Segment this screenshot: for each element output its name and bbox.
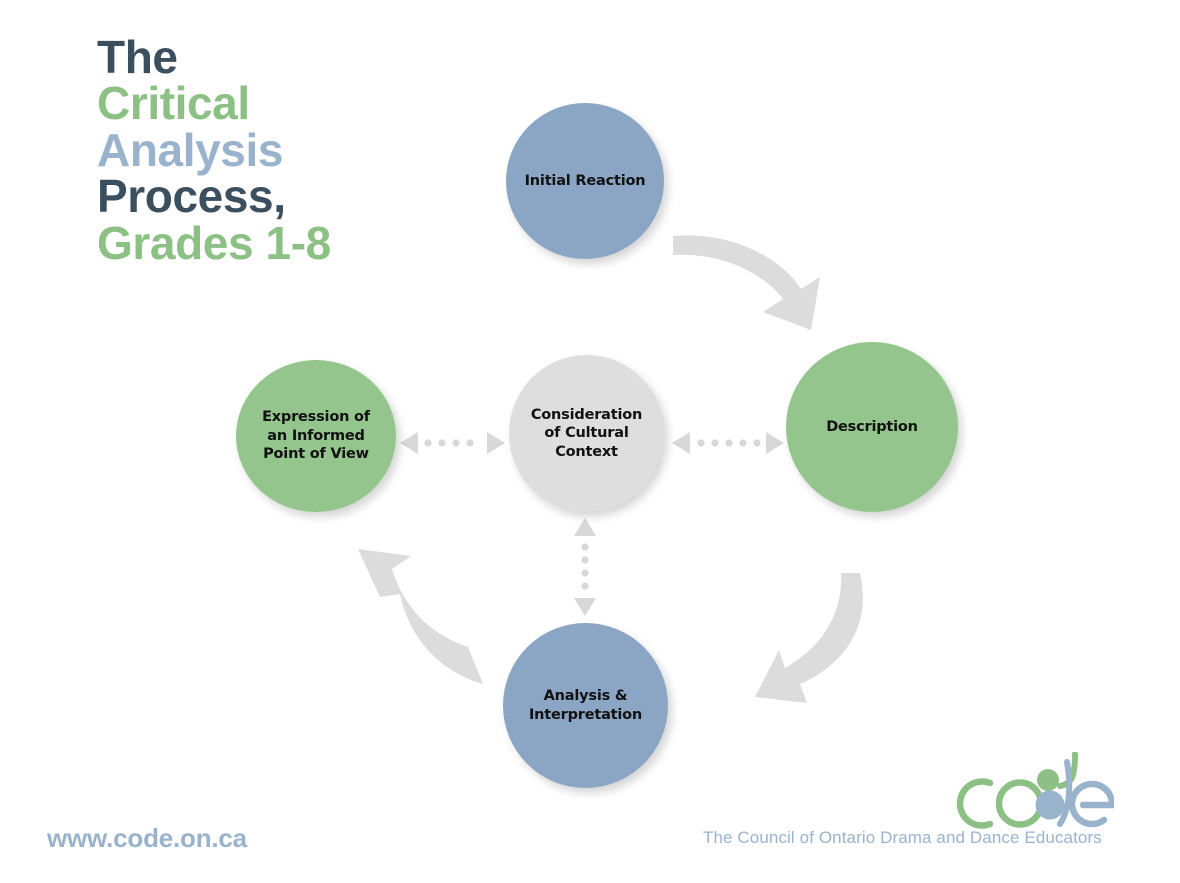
code-logo[interactable] — [944, 751, 1116, 835]
footer-tagline: The Council of Ontario Drama and Dance E… — [703, 828, 1102, 847]
website-url[interactable]: www.code.on.ca — [47, 823, 247, 853]
title-line-5: Grades 1-8 — [97, 216, 331, 269]
node-analysis-interpretation-label: Analysis &Interpretation — [528, 687, 643, 723]
title-line-3: Analysis — [97, 123, 284, 176]
page-title: The Critical Analysis Process, Grades 1-… — [97, 31, 331, 269]
dotted-double-arrow-horizontal-left-icon — [400, 432, 505, 454]
title-line-4: Process, — [97, 170, 286, 223]
node-description[interactable]: Description — [786, 342, 958, 512]
node-analysis-interpretation[interactable]: Analysis &Interpretation — [503, 623, 668, 788]
curved-arrow-down-right-icon — [673, 235, 820, 330]
node-initial-reaction[interactable]: Initial Reaction — [506, 103, 664, 259]
curved-arrow-up-left-icon — [358, 549, 483, 684]
dotted-double-arrow-vertical-icon — [574, 518, 596, 616]
title-line-1: The — [97, 31, 178, 83]
curved-arrow-down-left-icon — [755, 573, 863, 703]
title-line-2: Critical — [97, 77, 250, 130]
node-description-label: Description — [826, 418, 918, 435]
node-initial-reaction-label: Initial Reaction — [524, 172, 646, 189]
code-logo-icon — [956, 751, 1116, 829]
dotted-double-arrow-horizontal-right-icon — [672, 432, 784, 454]
